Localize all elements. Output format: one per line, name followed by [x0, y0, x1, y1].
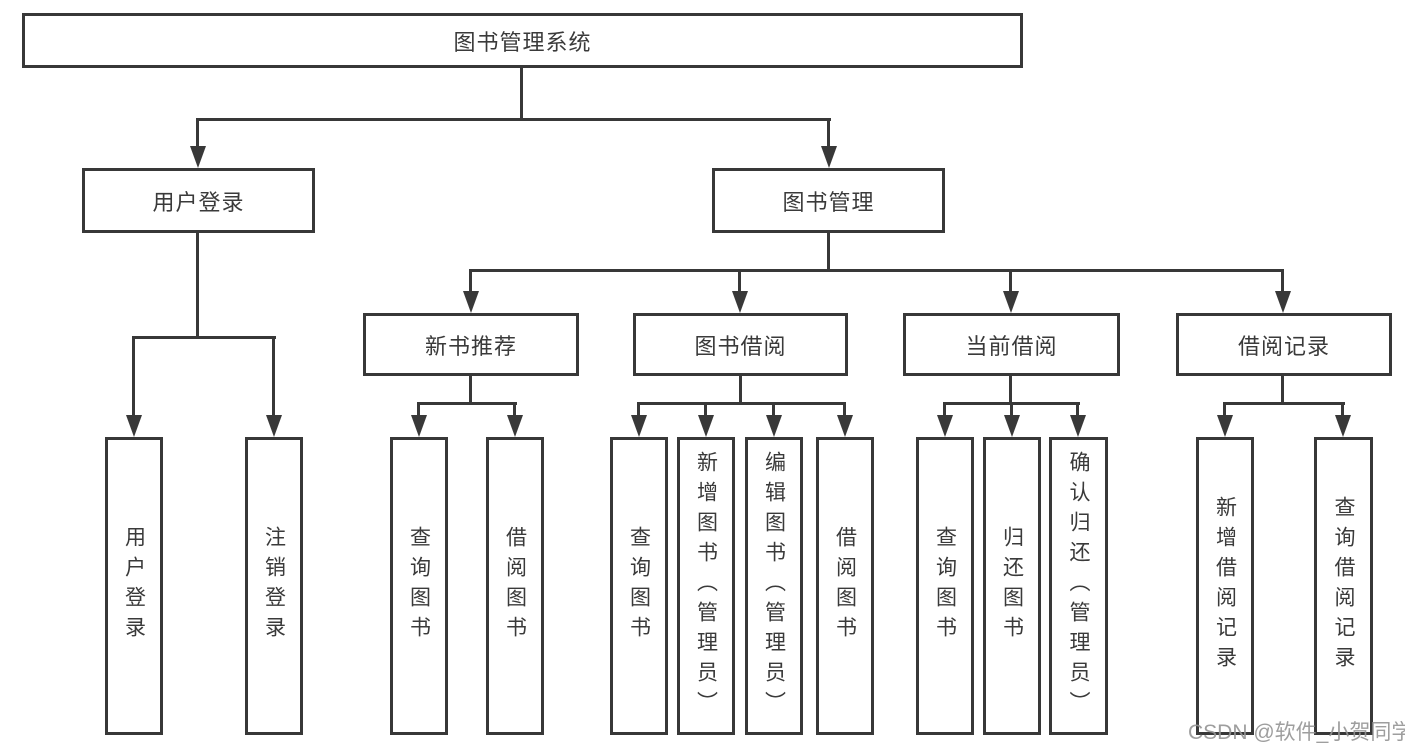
node-leaf-return-book: 归还图书	[983, 437, 1041, 735]
arrow-down-icon	[463, 291, 479, 313]
node-label: 新增图书（管理员）	[694, 451, 718, 721]
connector-book-mgmt-drop	[827, 233, 830, 272]
connector-stub	[843, 402, 846, 417]
node-label: 当前借阅	[965, 333, 1058, 359]
arrow-down-icon	[837, 415, 853, 437]
connector-book-borrow-drop	[739, 376, 742, 405]
arrow-down-icon	[1335, 415, 1351, 437]
node-label: 确认归还（管理员）	[1067, 451, 1090, 721]
arrow-down-icon	[1070, 415, 1086, 437]
node-leaf-query-book-1: 查询图书	[390, 437, 448, 735]
connector-new-book-rec-drop	[469, 376, 472, 405]
node-book-management: 图书管理	[712, 168, 945, 233]
connector-borrow-record-drop	[1281, 376, 1284, 405]
node-label: 新增借阅记录	[1213, 496, 1237, 676]
arrow-down-icon	[1004, 415, 1020, 437]
connector-book-borrow-split	[637, 402, 845, 405]
node-label: 图书管理	[782, 189, 875, 215]
node-leaf-borrow-book-1: 借阅图书	[486, 437, 544, 735]
connector-user-login-split	[132, 336, 276, 339]
connector-stub	[637, 402, 640, 417]
node-label: 图书借阅	[694, 333, 787, 359]
connector-current-borrow-drop	[1009, 376, 1012, 405]
node-leaf-add-book-admin: 新增图书（管理员）	[677, 437, 735, 735]
node-label: 查询图书	[627, 526, 651, 646]
node-library-management-system: 图书管理系统	[22, 13, 1023, 68]
arrow-down-icon	[698, 415, 714, 437]
connector-stub-new-book-rec	[469, 269, 472, 295]
arrow-down-icon	[1275, 291, 1291, 313]
watermark-text: CSDN @软件_小贺同学	[1188, 721, 1405, 744]
arrow-down-icon	[766, 415, 782, 437]
node-user-login: 用户登录	[82, 168, 315, 233]
node-label: 注销登录	[262, 526, 286, 646]
node-label: 用户登录	[122, 526, 146, 646]
node-label: 新书推荐	[424, 333, 517, 359]
node-label: 归还图书	[1000, 526, 1024, 646]
connector-stub	[1223, 402, 1226, 417]
node-label: 图书管理系统	[453, 29, 592, 55]
connector-stub-borrow-record	[1281, 269, 1284, 295]
arrow-down-icon	[190, 146, 206, 168]
connector-borrow-record-split	[1223, 402, 1345, 405]
connector-stub	[1076, 402, 1079, 417]
node-label: 借阅记录	[1237, 333, 1330, 359]
connector-stub-book-mgmt	[827, 118, 830, 150]
arrow-down-icon	[732, 291, 748, 313]
arrow-down-icon	[821, 146, 837, 168]
connector-root-split	[196, 118, 831, 121]
connector-user-login-drop	[196, 233, 199, 339]
node-leaf-user-login: 用户登录	[105, 437, 163, 735]
node-label: 查询图书	[933, 526, 957, 646]
arrow-down-icon	[411, 415, 427, 437]
connector-stub-user-login	[196, 118, 199, 150]
node-leaf-confirm-return-admin: 确认归还（管理员）	[1049, 437, 1108, 735]
connector-stub-leaf-user-login	[132, 336, 135, 417]
connector-stub-current-borrow	[1009, 269, 1012, 295]
node-label: 查询借阅记录	[1332, 496, 1355, 676]
connector-root-drop	[520, 68, 523, 121]
arrow-down-icon	[937, 415, 953, 437]
node-book-borrowing: 图书借阅	[633, 313, 848, 376]
node-leaf-borrow-book-2: 借阅图书	[816, 437, 874, 735]
connector-stub	[704, 402, 707, 417]
connector-stub-book-borrow	[738, 269, 741, 295]
connector-stub	[1341, 402, 1344, 417]
connector-stub-leaf-logout	[272, 336, 275, 417]
connector-stub	[513, 402, 516, 417]
arrow-down-icon	[1217, 415, 1233, 437]
node-label: 借阅图书	[503, 526, 527, 646]
arrow-down-icon	[1003, 291, 1019, 313]
connector-stub	[943, 402, 946, 417]
node-borrowing-records: 借阅记录	[1176, 313, 1392, 376]
node-leaf-query-book-3: 查询图书	[916, 437, 974, 735]
arrow-down-icon	[266, 415, 282, 437]
node-new-book-recommendation: 新书推荐	[363, 313, 579, 376]
node-label: 用户登录	[152, 189, 245, 215]
node-current-borrowing: 当前借阅	[903, 313, 1120, 376]
node-leaf-query-borrow-record: 查询借阅记录	[1314, 437, 1373, 735]
arrow-down-icon	[631, 415, 647, 437]
node-leaf-logout: 注销登录	[245, 437, 303, 735]
connector-book-mgmt-split	[469, 269, 1284, 272]
connector-stub	[772, 402, 775, 417]
node-label: 编辑图书（管理员）	[762, 451, 786, 721]
node-leaf-edit-book-admin: 编辑图书（管理员）	[745, 437, 803, 735]
node-label: 借阅图书	[833, 526, 857, 646]
node-leaf-add-borrow-record: 新增借阅记录	[1196, 437, 1254, 735]
node-leaf-query-book-2: 查询图书	[610, 437, 668, 735]
node-label: 查询图书	[407, 526, 431, 646]
arrow-down-icon	[126, 415, 142, 437]
connector-stub	[417, 402, 420, 417]
connector-stub	[1010, 402, 1013, 417]
arrow-down-icon	[507, 415, 523, 437]
connector-new-book-rec-split	[417, 402, 517, 405]
